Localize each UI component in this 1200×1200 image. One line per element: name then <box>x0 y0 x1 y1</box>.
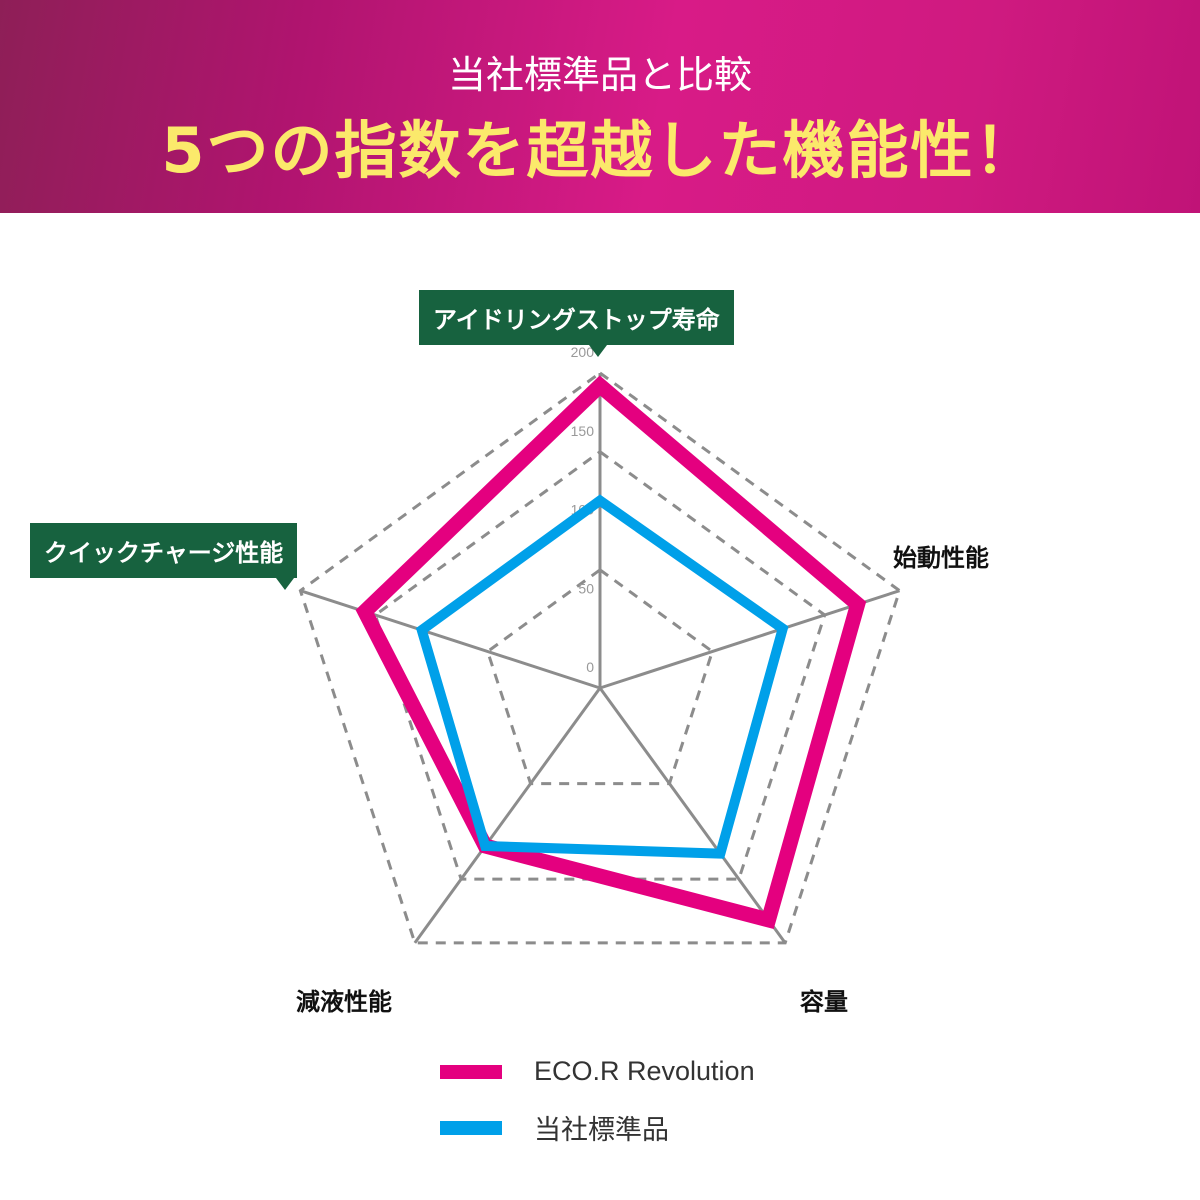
tick-label: 50 <box>578 580 594 596</box>
axis-label-starting-performance: 始動性能 <box>893 544 989 572</box>
axis-label-quick-charge: クイックチャージ性能 <box>30 523 298 590</box>
legend-item-eco-r: ECO.R Revolution <box>440 1056 755 1087</box>
axis-spoke <box>299 589 601 690</box>
grid-ring <box>373 449 827 881</box>
axis-spoke <box>598 687 787 944</box>
header-banner: 当社標準品と比較 5つの指数を超越した機能性！ <box>0 0 1200 213</box>
tick-label: 0 <box>586 659 594 675</box>
grid-ring <box>485 568 715 786</box>
header-title: 5つの指数を超越した機能性！ <box>161 114 1039 187</box>
axis-label-capacity: 容量 <box>800 988 848 1016</box>
legend-label: 当社標準品 <box>534 1115 669 1145</box>
axis-label-idling-stop-life: アイドリングストップ寿命 <box>419 290 734 357</box>
series-polygon <box>415 494 789 859</box>
grid-ring <box>298 371 902 945</box>
legend-label: ECO.R Revolution <box>534 1056 755 1086</box>
tick-label: 150 <box>571 423 595 439</box>
legend-item-standard: 当社標準品 <box>440 1108 669 1147</box>
header-subtitle: 当社標準品と比較 <box>447 53 752 97</box>
series-polygon <box>355 375 867 930</box>
tick-label: 200 <box>571 344 595 360</box>
axis-label-electrolyte-loss: 減液性能 <box>296 988 392 1016</box>
legend-swatch-pink <box>440 1064 502 1079</box>
axis-spoke <box>413 687 602 944</box>
legend-swatch-blue <box>440 1120 502 1135</box>
